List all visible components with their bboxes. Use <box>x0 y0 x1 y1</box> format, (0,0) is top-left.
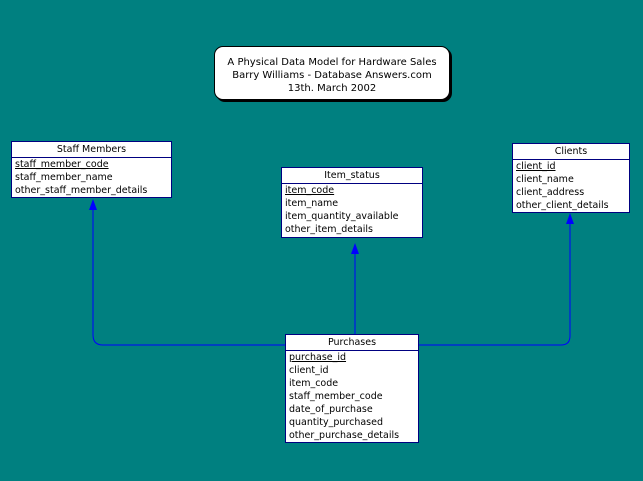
relationship-purchases-clients <box>419 220 571 346</box>
attribute: quantity_purchased <box>289 417 383 428</box>
attribute: other_client_details <box>516 200 609 211</box>
attribute: item_code <box>289 378 339 389</box>
attribute: item_quantity_available <box>285 211 399 222</box>
arrowhead-staff-members <box>89 199 97 210</box>
attribute-primary-key: client_id <box>516 161 556 172</box>
attribute: staff_member_code <box>289 391 383 402</box>
arrowhead-clients <box>566 213 574 224</box>
relationship-purchases-staff-members <box>92 206 286 346</box>
attribute: other_staff_member_details <box>15 185 148 196</box>
attribute: other_purchase_details <box>289 430 400 441</box>
entity-purchases[interactable]: Purchases purchase_id client_id item_cod… <box>285 334 419 443</box>
title-note: A Physical Data Model for Hardware Sales… <box>214 46 450 100</box>
attribute-primary-key: purchase_id <box>289 352 347 363</box>
entity-title: Staff Members <box>12 142 171 158</box>
entity-title: Purchases <box>286 335 418 351</box>
attribute: item_name <box>285 198 339 209</box>
author-line: Barry Williams - Database Answers.com <box>232 70 432 81</box>
arrowhead-item-status <box>351 243 359 254</box>
attribute: client_name <box>516 174 574 185</box>
attribute: other_item_details <box>285 224 373 235</box>
attribute: client_id <box>289 365 329 376</box>
attribute-primary-key: staff_member_code <box>15 159 109 170</box>
entity-clients[interactable]: Clients client_id client_name client_add… <box>512 143 630 213</box>
entity-staff-members[interactable]: Staff Members staff_member_code staff_me… <box>11 141 172 198</box>
entity-title: Item_status <box>282 168 422 184</box>
entity-title: Clients <box>513 144 629 160</box>
entity-item-status[interactable]: Item_status item_code item_name item_qua… <box>281 167 423 238</box>
attribute-primary-key: item_code <box>285 185 335 196</box>
title-line: A Physical Data Model for Hardware Sales <box>227 57 437 68</box>
attribute: client_address <box>516 187 585 198</box>
date-line: 13th. March 2002 <box>287 83 377 94</box>
attribute: date_of_purchase <box>289 404 373 415</box>
attribute: staff_member_name <box>15 172 113 183</box>
